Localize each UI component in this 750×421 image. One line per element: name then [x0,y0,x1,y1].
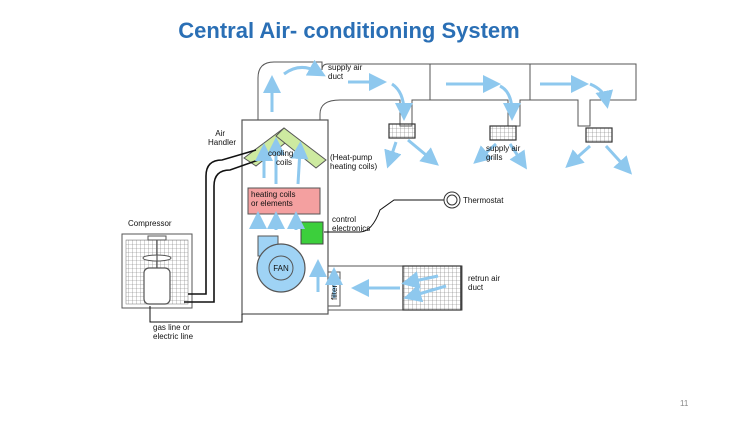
page-number: 11 [680,399,689,408]
svg-text:Handler: Handler [208,138,236,147]
svg-text:heating coils: heating coils [251,190,295,199]
svg-text:(Heat-pump: (Heat-pump [330,153,373,162]
svg-text:gas line or: gas line or [153,323,190,332]
gas-line [149,306,243,323]
svg-text:heating coils): heating coils) [330,162,377,171]
label-gas-line: gas line or electric line [153,323,194,341]
label-filter: filter [330,285,339,300]
svg-text:supply air: supply air [328,63,363,72]
label-supply-air-grills: supply air grills [486,144,521,162]
svg-text:electronics: electronics [332,224,370,233]
svg-text:control: control [332,215,356,224]
svg-text:duct: duct [468,283,484,292]
svg-text:electric line: electric line [153,332,194,341]
svg-text:cooling: cooling [268,149,293,158]
airflow-arrows [249,59,633,303]
label-control-electronics: control electronics [332,215,370,233]
compressor-unit [121,233,193,309]
heating-coils [247,187,321,215]
label-fan: FAN [273,264,289,273]
supply-grill-2 [489,125,517,141]
supply-grill-3 [585,127,613,143]
refrigerant-lines [184,149,265,303]
svg-text:coils: coils [276,158,292,167]
fan [256,235,306,293]
label-compressor: Compressor [128,219,172,228]
supply-air-duct [257,61,637,127]
label-cooling-coils: cooling coils [268,149,293,167]
svg-text:or elements: or elements [251,199,293,208]
label-air-handler: Air Handler [208,129,236,147]
svg-text:Air: Air [215,129,225,138]
svg-text:grills: grills [486,153,502,162]
label-heating-coils: heating coils or elements [251,190,295,208]
control-electronics-box [300,221,324,245]
svg-text:duct: duct [328,72,344,81]
label-heat-pump-coils: (Heat-pump heating coils) [330,153,377,171]
label-return-air-duct: retrun air duct [468,274,500,292]
label-supply-air-duct: supply air duct [328,63,363,81]
label-thermostat: Thermostat [463,196,504,205]
diagram-title: Central Air- conditioning System [178,18,520,43]
supply-grill-1 [388,123,416,139]
svg-text:supply air: supply air [486,144,521,153]
thermostat [324,191,461,233]
svg-text:retrun air: retrun air [468,274,500,283]
